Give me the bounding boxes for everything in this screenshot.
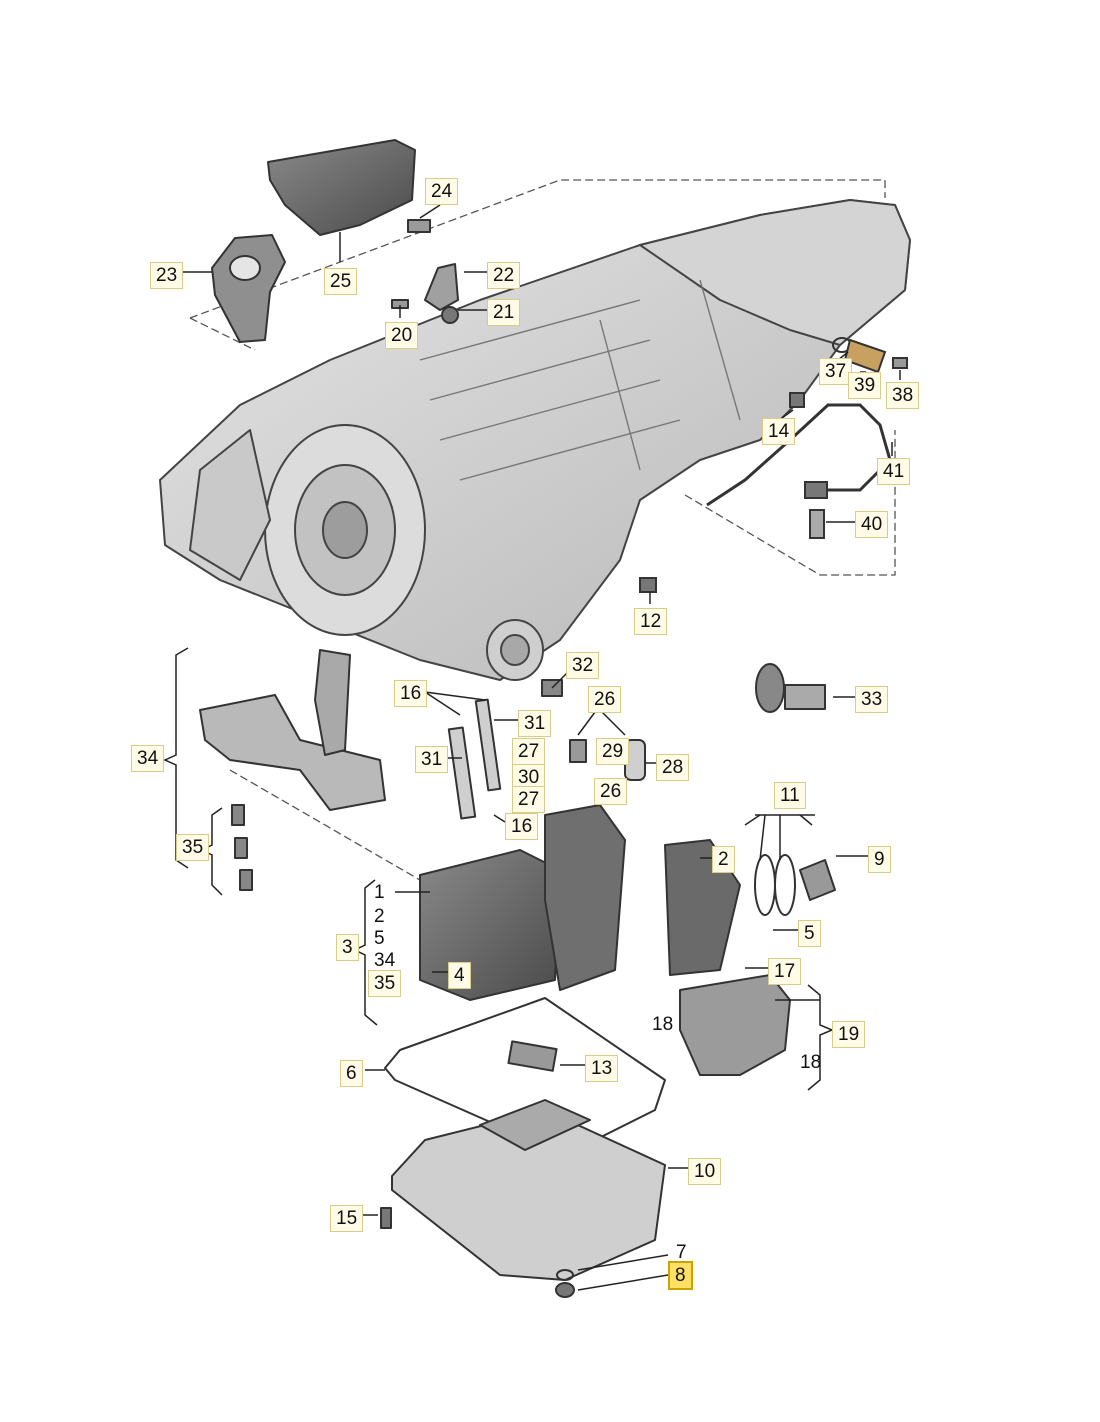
callout-28[interactable]: 28 [656, 754, 690, 781]
callout-18-right[interactable]: 18 [800, 1052, 822, 1073]
housing-ribs [419, 279, 741, 481]
callout-32[interactable]: 32 [566, 652, 600, 679]
callout-22[interactable]: 22 [487, 262, 521, 289]
callout-31-left[interactable]: 31 [415, 746, 449, 773]
sensor-and-harness-parts [639, 337, 908, 593]
callout-27-top[interactable]: 27 [512, 738, 546, 765]
callout-38[interactable]: 38 [886, 382, 920, 409]
callout-31-right[interactable]: 31 [518, 710, 552, 737]
callout-35-list[interactable]: 35 [368, 970, 402, 997]
callout-18-left[interactable]: 18 [652, 1014, 674, 1035]
callout-11[interactable]: 11 [774, 782, 806, 809]
callout-7[interactable]: 7 [676, 1242, 687, 1263]
callout-34-list[interactable]: 34 [374, 950, 396, 971]
callout-6[interactable]: 6 [340, 1060, 363, 1087]
callout-2-right[interactable]: 2 [712, 846, 735, 873]
callout-2-list[interactable]: 2 [374, 906, 385, 927]
callout-16-bottom[interactable]: 16 [505, 813, 539, 840]
callout-4[interactable]: 4 [448, 962, 471, 989]
callout-34[interactable]: 34 [131, 745, 165, 772]
callout-1[interactable]: 1 [374, 882, 385, 903]
callout-3[interactable]: 3 [336, 934, 359, 961]
callout-15[interactable]: 15 [330, 1205, 364, 1232]
callout-20[interactable]: 20 [385, 322, 419, 349]
callout-39[interactable]: 39 [848, 372, 882, 399]
callout-5-list[interactable]: 5 [374, 928, 385, 949]
upper-cover-and-brackets [211, 139, 459, 343]
callout-25[interactable]: 25 [324, 268, 358, 295]
callout-24[interactable]: 24 [425, 178, 459, 205]
callout-26-top[interactable]: 26 [588, 686, 622, 713]
callout-17[interactable]: 17 [768, 958, 802, 985]
callout-8-highlighted[interactable]: 8 [668, 1261, 693, 1290]
callout-23[interactable]: 23 [150, 262, 184, 289]
callout-12[interactable]: 12 [634, 608, 668, 635]
callout-16-top[interactable]: 16 [394, 680, 428, 707]
callout-27-bottom[interactable]: 27 [512, 786, 546, 813]
callout-14[interactable]: 14 [762, 418, 796, 445]
callout-19[interactable]: 19 [832, 1021, 866, 1048]
callout-21[interactable]: 21 [487, 299, 521, 326]
callout-40[interactable]: 40 [855, 511, 889, 538]
oil-pan-and-gasket [380, 997, 666, 1298]
callout-37[interactable]: 37 [819, 358, 853, 385]
callout-13[interactable]: 13 [585, 1055, 619, 1082]
callout-41[interactable]: 41 [877, 458, 911, 485]
callout-10[interactable]: 10 [688, 1158, 722, 1185]
assembly-guide-lines [189, 179, 896, 881]
callout-9[interactable]: 9 [868, 846, 891, 873]
callout-26-bottom[interactable]: 26 [594, 778, 628, 805]
callout-5[interactable]: 5 [798, 920, 821, 947]
callout-29[interactable]: 29 [596, 738, 630, 765]
callout-35-left[interactable]: 35 [176, 834, 210, 861]
callout-33[interactable]: 33 [855, 686, 889, 713]
callout-leader-lines [163, 204, 901, 1291]
